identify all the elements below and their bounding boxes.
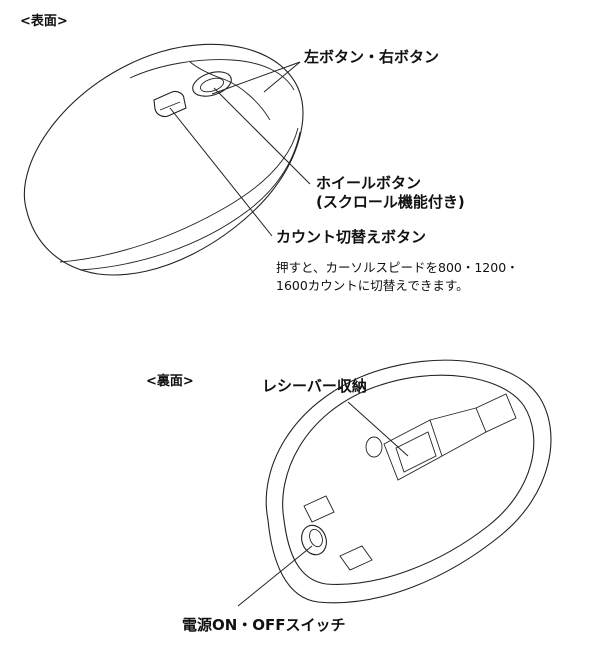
foot-left <box>303 495 335 523</box>
button-split-line <box>189 61 271 121</box>
power-switch <box>309 528 323 548</box>
power-switch-housing <box>301 524 327 556</box>
count-switch-button <box>153 90 187 118</box>
mouse-top-outline <box>23 43 304 276</box>
receiver-storage-label: レシーバー収納 <box>262 377 367 395</box>
receiver-hole <box>365 436 383 458</box>
mouse-bottom-inner <box>282 374 535 585</box>
receiver-latch <box>475 393 517 433</box>
leader-receiver <box>347 401 409 457</box>
buttons-label: 左ボタン・右ボタン <box>304 48 440 66</box>
leader-left-button <box>211 61 301 95</box>
leader-right-button <box>263 61 301 93</box>
leader-power-switch <box>237 545 313 607</box>
count-switch-label: カウント切替えボタン <box>276 228 427 246</box>
power-switch-label: 電源ON・OFFスイッチ <box>182 616 346 634</box>
leader-count-switch <box>169 107 273 237</box>
mouse-top-view <box>23 43 304 276</box>
mouse-top-shell-edge <box>59 127 299 263</box>
bottom-section-label: <裏面> <box>146 374 194 389</box>
leader-wheel <box>213 87 311 185</box>
count-switch-desc-line1: 押すと、カーソルスピードを800・1200・ <box>276 260 519 275</box>
receiver-slot <box>395 431 437 473</box>
wheel-label-line2: (スクロール機能付き) <box>316 193 465 211</box>
button-top-contour <box>129 59 295 91</box>
mouse-top-shell-edge-inner <box>79 131 301 271</box>
count-switch-desc-line2: 1600カウントに切替えできます。 <box>276 278 469 293</box>
foot-right <box>339 545 373 571</box>
wheel-label-line1: ホイールボタン <box>316 174 422 192</box>
receiver-rails <box>429 407 487 457</box>
mouse-bottom-view <box>265 359 552 604</box>
mouse-bottom-outline <box>265 359 552 604</box>
scroll-wheel-housing <box>192 71 232 97</box>
scroll-wheel <box>199 77 225 93</box>
top-section-label: <表面> <box>20 14 68 29</box>
count-switch-button-edge <box>159 101 181 111</box>
receiver-compartment <box>383 419 443 481</box>
